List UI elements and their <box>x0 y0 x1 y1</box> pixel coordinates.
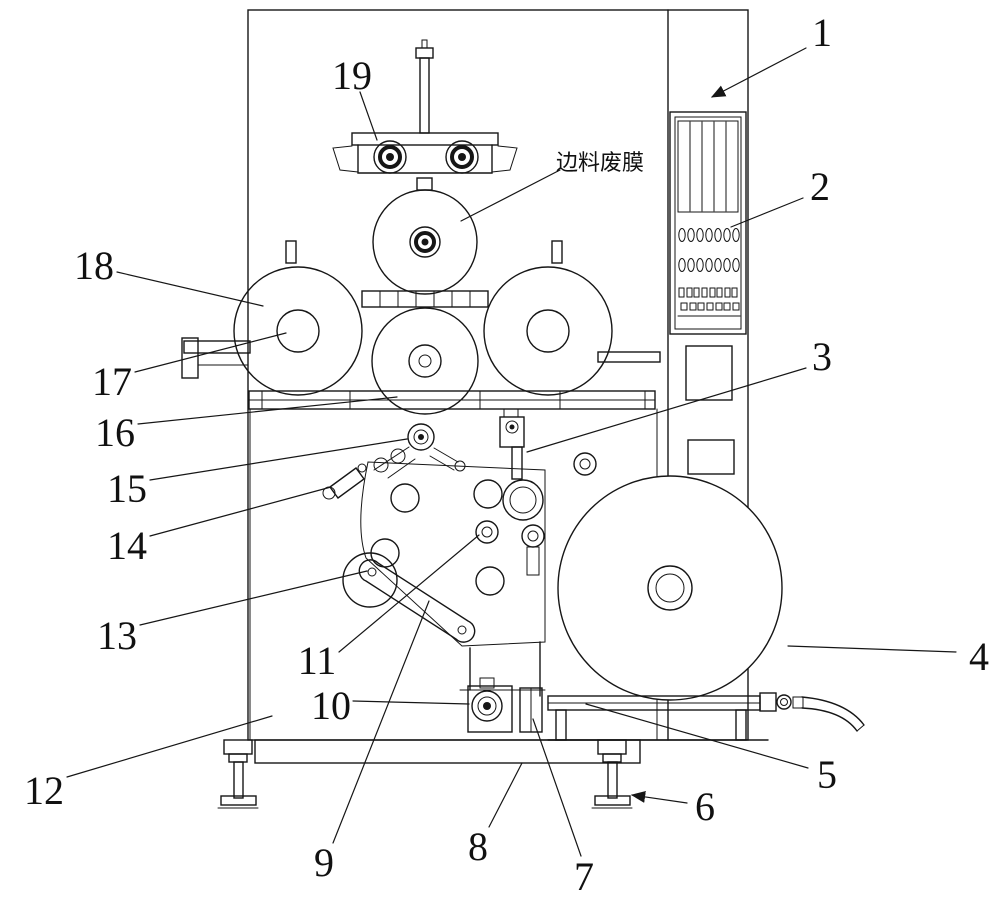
left-knob <box>373 140 407 174</box>
right-foot <box>591 739 633 809</box>
roller-plate-assembly <box>342 461 546 697</box>
annotation-waste-film-label: 边料废膜 <box>556 151 644 176</box>
bottom-clamp-block <box>519 687 543 733</box>
base-plate <box>254 739 641 764</box>
sensor-bracket-assembly <box>499 408 597 480</box>
callout-19: 19 <box>332 53 372 98</box>
panel-button-row-3 <box>678 287 738 298</box>
machine-bed <box>181 337 661 410</box>
tension-roller-assembly <box>373 423 466 479</box>
callout-labels: 1 2 3 4 5 6 7 8 9 10 11 12 13 14 15 16 1… <box>24 10 989 899</box>
callout-17: 17 <box>92 359 132 404</box>
callout-13: 13 <box>97 613 137 658</box>
callout-6: 6 <box>695 784 715 829</box>
top-guide-assembly <box>332 39 518 191</box>
callout-9: 9 <box>314 840 334 885</box>
leader-lines <box>66 47 957 857</box>
panel-button-row-2 <box>678 258 740 272</box>
bottom-guide-roller <box>467 677 513 733</box>
callout-12: 12 <box>24 768 64 813</box>
roll-cradle <box>547 692 865 741</box>
callout-16: 16 <box>95 410 135 455</box>
center-drum-roller <box>371 307 479 415</box>
callout-15: 15 <box>107 466 147 511</box>
callout-2: 2 <box>810 164 830 209</box>
cradle-handle-fittings <box>759 692 865 732</box>
diagonal-feed-roller <box>358 559 476 643</box>
angled-guide-piece <box>322 463 367 500</box>
callout-8: 8 <box>468 824 488 869</box>
right-knob <box>445 140 479 174</box>
callout-3: 3 <box>812 334 832 379</box>
waste-film-roller <box>372 189 478 295</box>
callout-10: 10 <box>311 683 351 728</box>
left-foot <box>217 739 259 809</box>
left-drum-roller <box>233 266 363 396</box>
callout-4: 4 <box>969 634 989 679</box>
callout-11: 11 <box>298 638 337 683</box>
panel-button-row-4 <box>677 302 741 317</box>
right-drum-roller <box>483 266 613 396</box>
panel-button-row-1 <box>678 228 740 242</box>
material-roll <box>557 475 783 701</box>
callout-7: 7 <box>574 854 594 899</box>
control-panel <box>669 111 747 475</box>
callout-5: 5 <box>817 752 837 797</box>
callout-14: 14 <box>107 523 147 568</box>
roller-row <box>233 240 613 415</box>
callout-18: 18 <box>74 243 114 288</box>
callout-1: 1 <box>812 10 832 55</box>
